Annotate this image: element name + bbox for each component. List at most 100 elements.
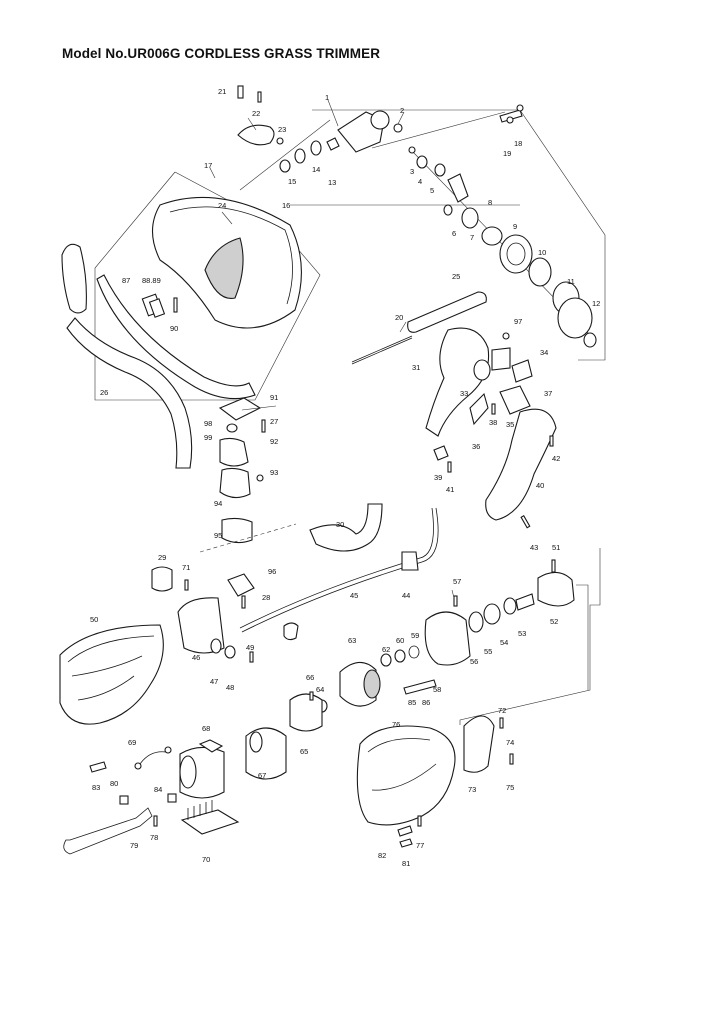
right-cover-group (356, 548, 601, 848)
part-number: 13 (328, 178, 336, 187)
part-number: 77 (416, 841, 424, 850)
part-number: 99 (204, 433, 212, 442)
part-number: 91 (270, 393, 278, 402)
leader-lines (209, 99, 455, 599)
part-number: 37 (544, 389, 552, 398)
part-number: 38 (489, 418, 497, 427)
part-number: 45 (350, 591, 358, 600)
part-number: 2 (400, 106, 404, 115)
part-number: 50 (90, 615, 98, 624)
part-number: 54 (500, 638, 508, 647)
part-number: 17 (204, 161, 212, 170)
part-number: 15 (288, 177, 296, 186)
part-number: 94 (214, 499, 222, 508)
diagram-title: Model No.UR006G CORDLESS GRASS TRIMMER (62, 46, 381, 61)
part-number: 9 (513, 222, 517, 231)
part-number: 95 (214, 531, 222, 540)
clamp-group (199, 397, 297, 553)
part-number: 90 (170, 324, 178, 333)
part-number: 78 (150, 833, 158, 842)
part-number: 18 (514, 139, 522, 148)
part-number: 11 (567, 277, 575, 286)
part-number: 20 (395, 313, 403, 322)
part-number: 49 (246, 643, 254, 652)
part-number: 12 (592, 299, 600, 308)
part-number: 82 (378, 851, 386, 860)
part-number: 42 (552, 454, 560, 463)
part-number: 24 (218, 201, 226, 210)
part-number: 84 (154, 785, 162, 794)
part-number: 48 (226, 683, 234, 692)
part-number: 23 (278, 125, 286, 134)
part-number: 81 (402, 859, 410, 868)
part-number: 28 (262, 593, 270, 602)
part-number: 62 (382, 645, 390, 654)
part-number: 73 (468, 785, 476, 794)
part-number: 85 (408, 698, 416, 707)
part-number: 76 (392, 720, 400, 729)
part-numbers: 1 2 3 4 5 6 7 8 9 10 11 12 13 14 15 16 1… (90, 87, 600, 868)
part-number: 86 (422, 698, 430, 707)
part-number: 44 (402, 591, 410, 600)
gear-head-group (237, 85, 606, 361)
part-number: 29 (158, 553, 166, 562)
part-number: 57 (453, 577, 461, 586)
battery-side-group (63, 739, 240, 855)
part-number: 58 (433, 685, 441, 694)
left-housing-group (59, 624, 164, 725)
part-number: 3 (410, 167, 414, 176)
part-number: 41 (446, 485, 454, 494)
part-number: 16 (282, 201, 290, 210)
tube-cable-group (239, 503, 439, 633)
part-number: 40 (536, 481, 544, 490)
part-number: 70 (202, 855, 210, 864)
part-number: 64 (316, 685, 324, 694)
part-number: 26 (100, 388, 108, 397)
part-number: 72 (498, 706, 506, 715)
part-number: 31 (412, 363, 420, 372)
part-number: 34 (540, 348, 548, 357)
part-number: 19 (503, 149, 511, 158)
part-number: 33 (460, 389, 468, 398)
part-number: 22 (252, 109, 260, 118)
part-number: 88.89 (142, 276, 161, 285)
part-number: 67 (258, 771, 266, 780)
part-number: 80 (110, 779, 118, 788)
part-number: 53 (518, 629, 526, 638)
part-number: 65 (300, 747, 308, 756)
part-number: 63 (348, 636, 356, 645)
part-number: 1 (325, 93, 329, 102)
part-number: 96 (268, 567, 276, 576)
part-number: 79 (130, 841, 138, 850)
part-number: 69 (128, 738, 136, 747)
part-number: 87 (122, 276, 130, 285)
part-number: 51 (552, 543, 560, 552)
part-number: 92 (270, 437, 278, 446)
part-number: 68 (202, 724, 210, 733)
part-number: 52 (550, 617, 558, 626)
part-number: 4 (418, 177, 422, 186)
part-number: 60 (396, 636, 404, 645)
part-number: 36 (472, 442, 480, 451)
part-number: 30 (336, 520, 344, 529)
part-number: 21 (218, 87, 226, 96)
part-number: 27 (270, 417, 278, 426)
motor-group (245, 559, 575, 780)
part-number: 14 (312, 165, 320, 174)
part-number: 75 (506, 783, 514, 792)
guard-group (94, 171, 321, 401)
part-number: 39 (434, 473, 442, 482)
part-number: 59 (411, 631, 419, 640)
switch-group (151, 566, 299, 663)
part-number: 5 (430, 186, 434, 195)
handle-group (61, 243, 487, 469)
part-number: 7 (470, 233, 474, 242)
part-number: 83 (92, 783, 100, 792)
part-number: 6 (452, 229, 456, 238)
part-number: 74 (506, 738, 514, 747)
part-number: 66 (306, 673, 314, 682)
part-number: 98 (204, 419, 212, 428)
part-number: 43 (530, 543, 538, 552)
part-number: 71 (182, 563, 190, 572)
